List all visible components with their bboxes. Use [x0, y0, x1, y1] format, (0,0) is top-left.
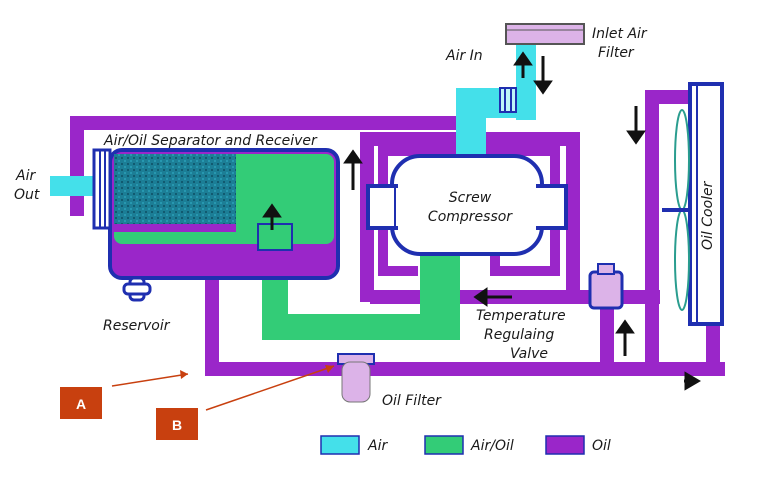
cooler-fan-icon	[662, 109, 690, 311]
oil-pipe-valve-drop	[600, 290, 614, 376]
air-out-label-2: Out	[14, 187, 40, 203]
reservoir-label: Reservoir	[103, 318, 171, 334]
flow-arrows	[262, 51, 701, 391]
oil-pipe-cooler-out	[706, 310, 720, 376]
separator-flange	[92, 148, 112, 230]
oil-channel-left-bottom	[378, 266, 418, 276]
oil-filter-canister	[341, 361, 371, 403]
compressor-label-1: Screw	[449, 190, 492, 206]
legend-air-swatch	[320, 435, 360, 455]
oil-pipe-bottom	[205, 362, 725, 376]
temperature-valve	[588, 263, 624, 310]
arrow-down-icon	[533, 56, 553, 95]
callout-b-label: B	[172, 417, 182, 433]
temp-valve-label-1: Temperature	[476, 308, 566, 324]
intake-valve	[499, 87, 517, 113]
screw-compressor	[366, 154, 568, 256]
callout-a-label: A	[76, 396, 86, 412]
oil-pipe-comp-right	[566, 132, 580, 302]
oil-pipe-left-drop	[205, 270, 219, 376]
oil-filter-label: Oil Filter	[382, 393, 442, 409]
separator-outlet-tube	[257, 223, 293, 251]
arrow-up-icon	[615, 319, 635, 356]
oil-pipe-top	[70, 116, 470, 130]
arrow-right-icon	[684, 371, 701, 391]
air-out-pipe	[50, 176, 96, 196]
air-oil-from-compressor	[420, 250, 460, 340]
compressor-inlet-stub	[366, 184, 398, 230]
legend-oil-label: Oil	[592, 438, 611, 454]
oil-cooler-body	[688, 82, 724, 326]
oil-cooler-label: Oil Cooler	[700, 180, 716, 250]
separator-tank	[92, 148, 340, 280]
inlet-filter-body	[505, 23, 585, 45]
legend-air-label: Air	[367, 438, 388, 454]
temp-valve-label-3: Valve	[510, 346, 548, 362]
arrow-up-icon	[343, 149, 363, 190]
pointer-b	[205, 365, 335, 411]
legend-air-oil-label: Air/Oil	[470, 438, 514, 454]
oil-channel-right-riser	[490, 240, 500, 276]
oil-channel-right-bottom	[490, 266, 560, 276]
callout-b-box	[156, 408, 198, 440]
inlet-air-filter	[505, 23, 585, 45]
pointer-a	[111, 373, 189, 387]
compressor-outlet-stub	[536, 184, 568, 230]
legend-air-oil-swatch	[424, 435, 464, 455]
compressor-core	[396, 188, 542, 226]
separator-element-base	[114, 224, 236, 232]
separator-label: Air/Oil Separator and Receiver	[103, 133, 318, 149]
inlet-filter-label-1: Inlet Air	[592, 26, 648, 42]
callout-a-box	[60, 387, 102, 419]
arrow-left-icon	[473, 287, 512, 307]
air-in-label: Air In	[445, 48, 483, 64]
oil-pipe-left-upper	[70, 116, 84, 216]
legend: Air Air/Oil Oil	[320, 435, 611, 455]
oil-pipe-cooler-in	[645, 90, 659, 376]
legend-oil-swatch	[545, 435, 585, 455]
compressor-label-2: Compressor	[428, 209, 513, 225]
temp-valve-label-2: Regulaing	[484, 327, 554, 343]
air-out-label-1: Air	[15, 168, 36, 184]
separator-element	[114, 154, 236, 224]
oil-cooler	[662, 82, 724, 326]
inlet-filter-label-2: Filter	[598, 45, 635, 61]
arrow-up-icon	[262, 203, 282, 230]
arrow-down-icon	[626, 106, 646, 145]
oil-filter	[337, 353, 375, 403]
drain-valve-icon	[122, 276, 152, 302]
arrow-up-icon	[513, 51, 533, 78]
